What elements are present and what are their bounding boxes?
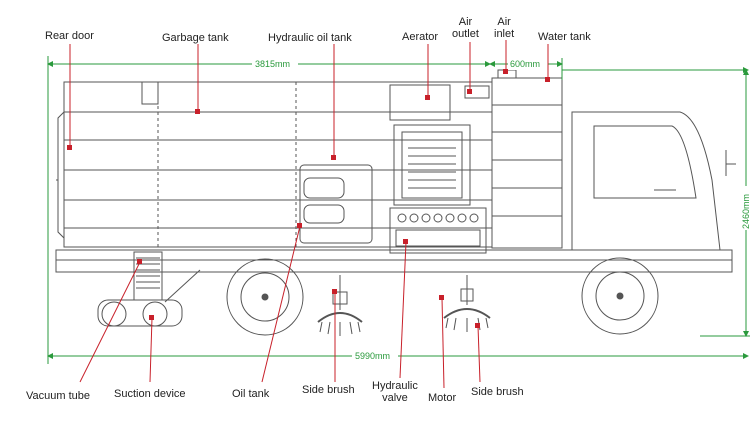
hydraulic-valve-block: [389, 207, 487, 254]
dim-tank-length: 3815mm: [255, 59, 290, 69]
label-air-outlet: Air outlet: [452, 16, 479, 40]
label-garbage-tank: Garbage tank: [162, 32, 229, 44]
label-aerator: Aerator: [402, 31, 439, 43]
pointer-lines: [69, 40, 549, 389]
dim-bg-5990: [352, 350, 398, 362]
front-wheel: [581, 257, 659, 335]
label-vacuum-tube: Vacuum tube: [26, 390, 91, 402]
hydraulic-oil-tank: [299, 164, 373, 244]
dim-water-tank-length: 600mm: [510, 59, 540, 69]
dim-bg-3815: [252, 58, 298, 70]
label-rear-door: Rear door: [45, 30, 94, 42]
label-motor: Motor: [428, 392, 457, 404]
side-brush-right: [443, 275, 491, 332]
label-hydraulic-oil-tank: Hydraulic oil tank: [268, 32, 352, 44]
label-suction-device: Suction device: [114, 388, 186, 400]
dim-bg-600: [508, 58, 548, 70]
dim-overall-height: 2460mm: [741, 194, 751, 229]
label-oil-tank: Oil tank: [232, 388, 270, 400]
rear-wheel: [226, 258, 304, 336]
label-air-inlet: Air inlet: [494, 16, 515, 40]
dim-overall-length: 5990mm: [355, 351, 390, 361]
label-hydraulic-valve: Hydraulic valve: [372, 380, 418, 404]
rear-door: [56, 110, 65, 240]
truck-cab: [571, 111, 736, 251]
water-tank: [464, 69, 563, 249]
aerator-grille: [389, 84, 471, 206]
label-water-tank: Water tank: [538, 31, 591, 43]
dim-bg-2460: [738, 186, 752, 230]
label-side-brush-right: Side brush: [471, 386, 524, 398]
suction-device: [97, 269, 201, 327]
side-brush-left: [317, 275, 363, 336]
label-side-brush-left: Side brush: [302, 384, 355, 396]
pointer-dots: [67, 69, 550, 328]
